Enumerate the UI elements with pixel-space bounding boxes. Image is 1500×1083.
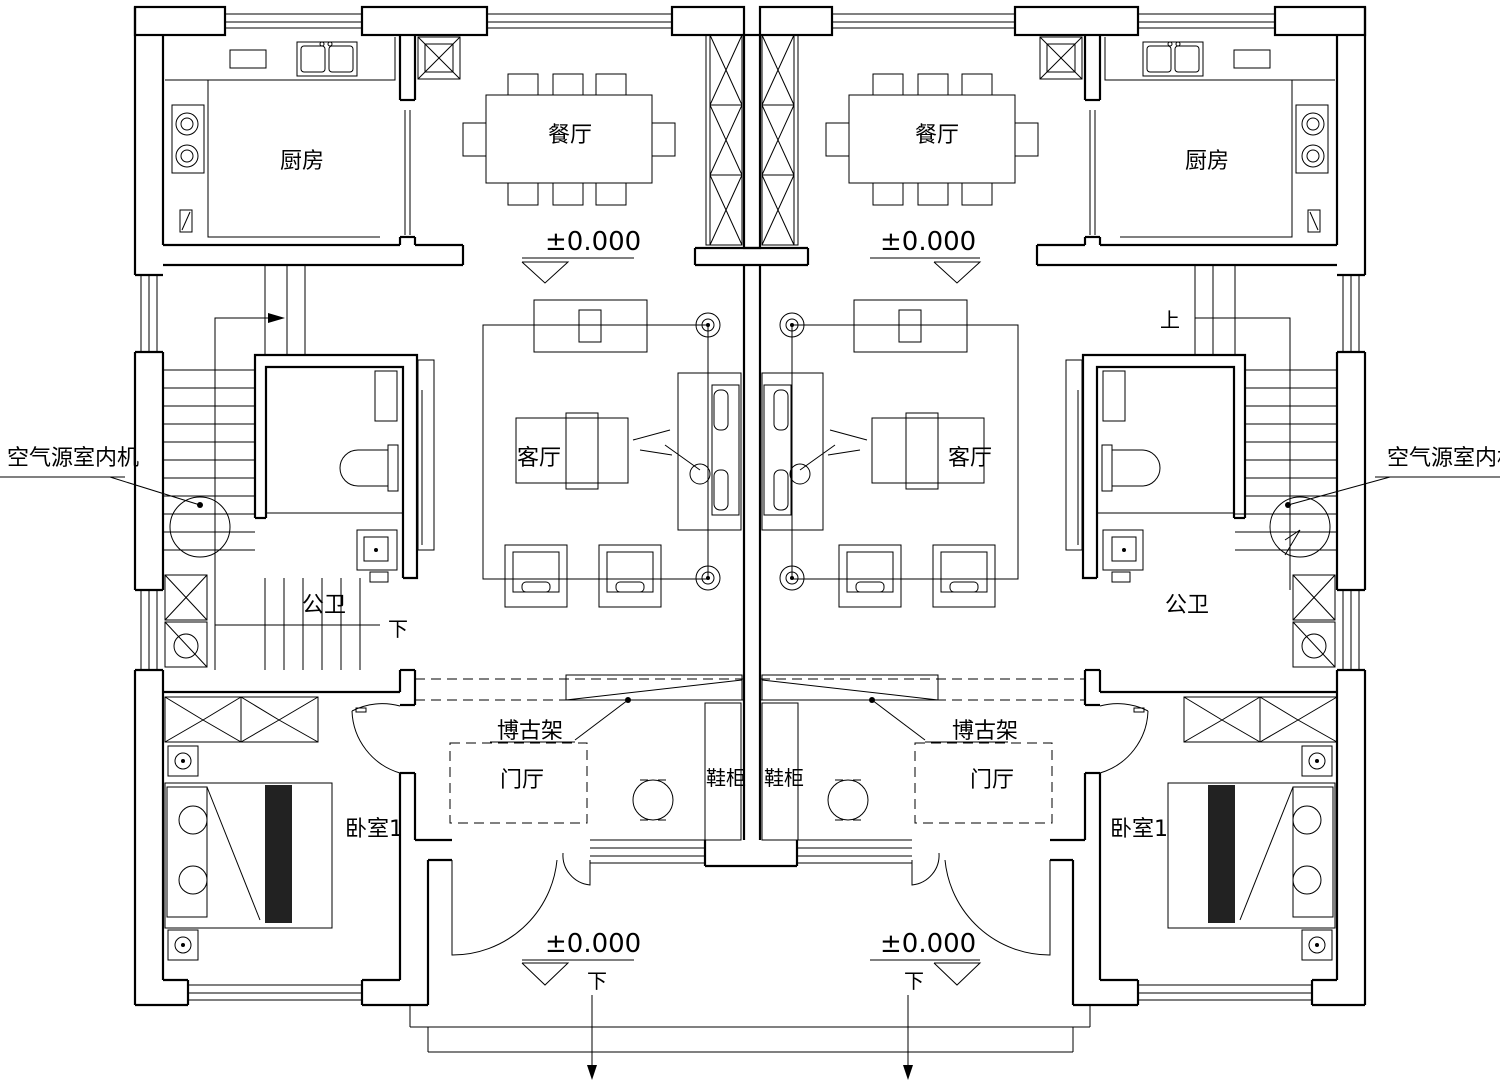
- foyer-area: [449, 742, 588, 824]
- washbasin-icon: [1102, 529, 1144, 583]
- staircase: [1194, 265, 1337, 590]
- washing-machine-icon: [164, 574, 208, 668]
- stove-icon: [171, 104, 205, 174]
- armchair-icon: [504, 544, 662, 608]
- air-source-label: 空气源室内机: [7, 446, 139, 471]
- svg-text:鞋柜: 鞋柜: [706, 766, 746, 790]
- kitchen-counter: [165, 37, 396, 238]
- living-area: [482, 299, 742, 608]
- bed-icon: [1167, 745, 1336, 961]
- stair-up-label: 上: [1160, 308, 1180, 332]
- elevation-mark: ±0.000 下: [521, 929, 641, 993]
- living-label: 客厅: [948, 446, 992, 471]
- sink-icon: [296, 41, 358, 77]
- svg-text:下: 下: [587, 969, 607, 993]
- living-label: 客厅: [517, 446, 561, 471]
- washing-machine-icon: [1292, 574, 1336, 668]
- wardrobe: [1183, 696, 1338, 743]
- public-wc-label: 公卫: [302, 593, 346, 618]
- dining-label: 餐厅: [548, 123, 592, 148]
- staircase: [163, 265, 380, 670]
- air-source-label: 空气源室内机: [1387, 446, 1500, 471]
- svg-text:鞋柜: 鞋柜: [764, 766, 804, 790]
- display-shelf-leader: 博古架: [490, 697, 631, 744]
- right-unit: 厨房 餐厅 ±0.000: [758, 5, 1500, 1007]
- living-area: [761, 299, 1019, 608]
- dining-table-icon: [825, 73, 1039, 206]
- svg-text:博古架: 博古架: [497, 719, 563, 744]
- stove-icon: [1295, 104, 1329, 174]
- tall-cabinet: [761, 34, 799, 246]
- foyer-label: 门厅: [970, 768, 1014, 793]
- display-shelf-leader: 博古架: [869, 697, 1018, 744]
- armchair-icon: [838, 544, 996, 608]
- toilet-icon: [339, 444, 399, 492]
- kitchen-label: 厨房: [280, 149, 324, 174]
- bathroom-walls: [1065, 353, 1247, 580]
- front-steps: [409, 995, 1091, 1080]
- floor-lamp-icon: [779, 312, 805, 591]
- floor-lamp-icon: [695, 312, 721, 591]
- elevation-mark: ±0.000: [870, 227, 982, 284]
- bathroom-walls: [253, 353, 435, 580]
- fridge-icon: [1307, 209, 1321, 233]
- sofa-icon: [761, 372, 868, 531]
- shower-shelf: [374, 370, 398, 422]
- fridge-icon: [179, 209, 193, 233]
- svg-text:±0.000: ±0.000: [545, 227, 641, 257]
- kitchen-label: 厨房: [1185, 149, 1229, 174]
- air-source-unit: 空气源室内机: [1269, 446, 1500, 558]
- dining-label: 餐厅: [915, 123, 959, 148]
- shoe-cabinet: 鞋柜: [704, 702, 746, 841]
- dining-table-icon: [462, 73, 676, 206]
- svg-text:±0.000: ±0.000: [880, 227, 976, 257]
- left-unit: 厨房 餐厅 ±0.000: [0, 5, 810, 1007]
- svg-text:下: 下: [904, 969, 924, 993]
- bedroom-label: 卧室1: [1110, 817, 1168, 842]
- foyer-label: 门厅: [500, 768, 544, 793]
- foyer-area: [914, 742, 1053, 824]
- nightstand-lamp-icon: [1301, 745, 1333, 961]
- exterior-walls: [133, 5, 746, 1007]
- toilet-icon: [1101, 444, 1161, 492]
- bed-icon: [164, 745, 333, 961]
- washbasin-icon: [356, 529, 398, 583]
- bedroom-label: 卧室1: [345, 817, 403, 842]
- air-source-unit: 空气源室内机: [0, 446, 231, 558]
- wardrobe: [164, 696, 319, 743]
- stair-down-label: 下: [388, 617, 408, 641]
- round-table-icon: [827, 779, 869, 821]
- coffee-table: [515, 417, 629, 484]
- sink-icon: [1142, 41, 1204, 77]
- svg-text:±0.000: ±0.000: [545, 929, 641, 959]
- tall-cabinet: [705, 34, 743, 246]
- tv-cabinet: [533, 299, 648, 353]
- shoe-cabinet: 鞋柜: [761, 702, 804, 841]
- elevation-mark: ±0.000: [521, 227, 641, 284]
- round-table-icon: [632, 779, 674, 821]
- public-wc-label: 公卫: [1165, 593, 1209, 618]
- elevation-mark: ±0.000 下: [870, 929, 982, 993]
- sofa-icon: [632, 372, 742, 531]
- svg-text:±0.000: ±0.000: [880, 929, 976, 959]
- svg-text:博古架: 博古架: [952, 719, 1018, 744]
- nightstand-lamp-icon: [167, 745, 199, 961]
